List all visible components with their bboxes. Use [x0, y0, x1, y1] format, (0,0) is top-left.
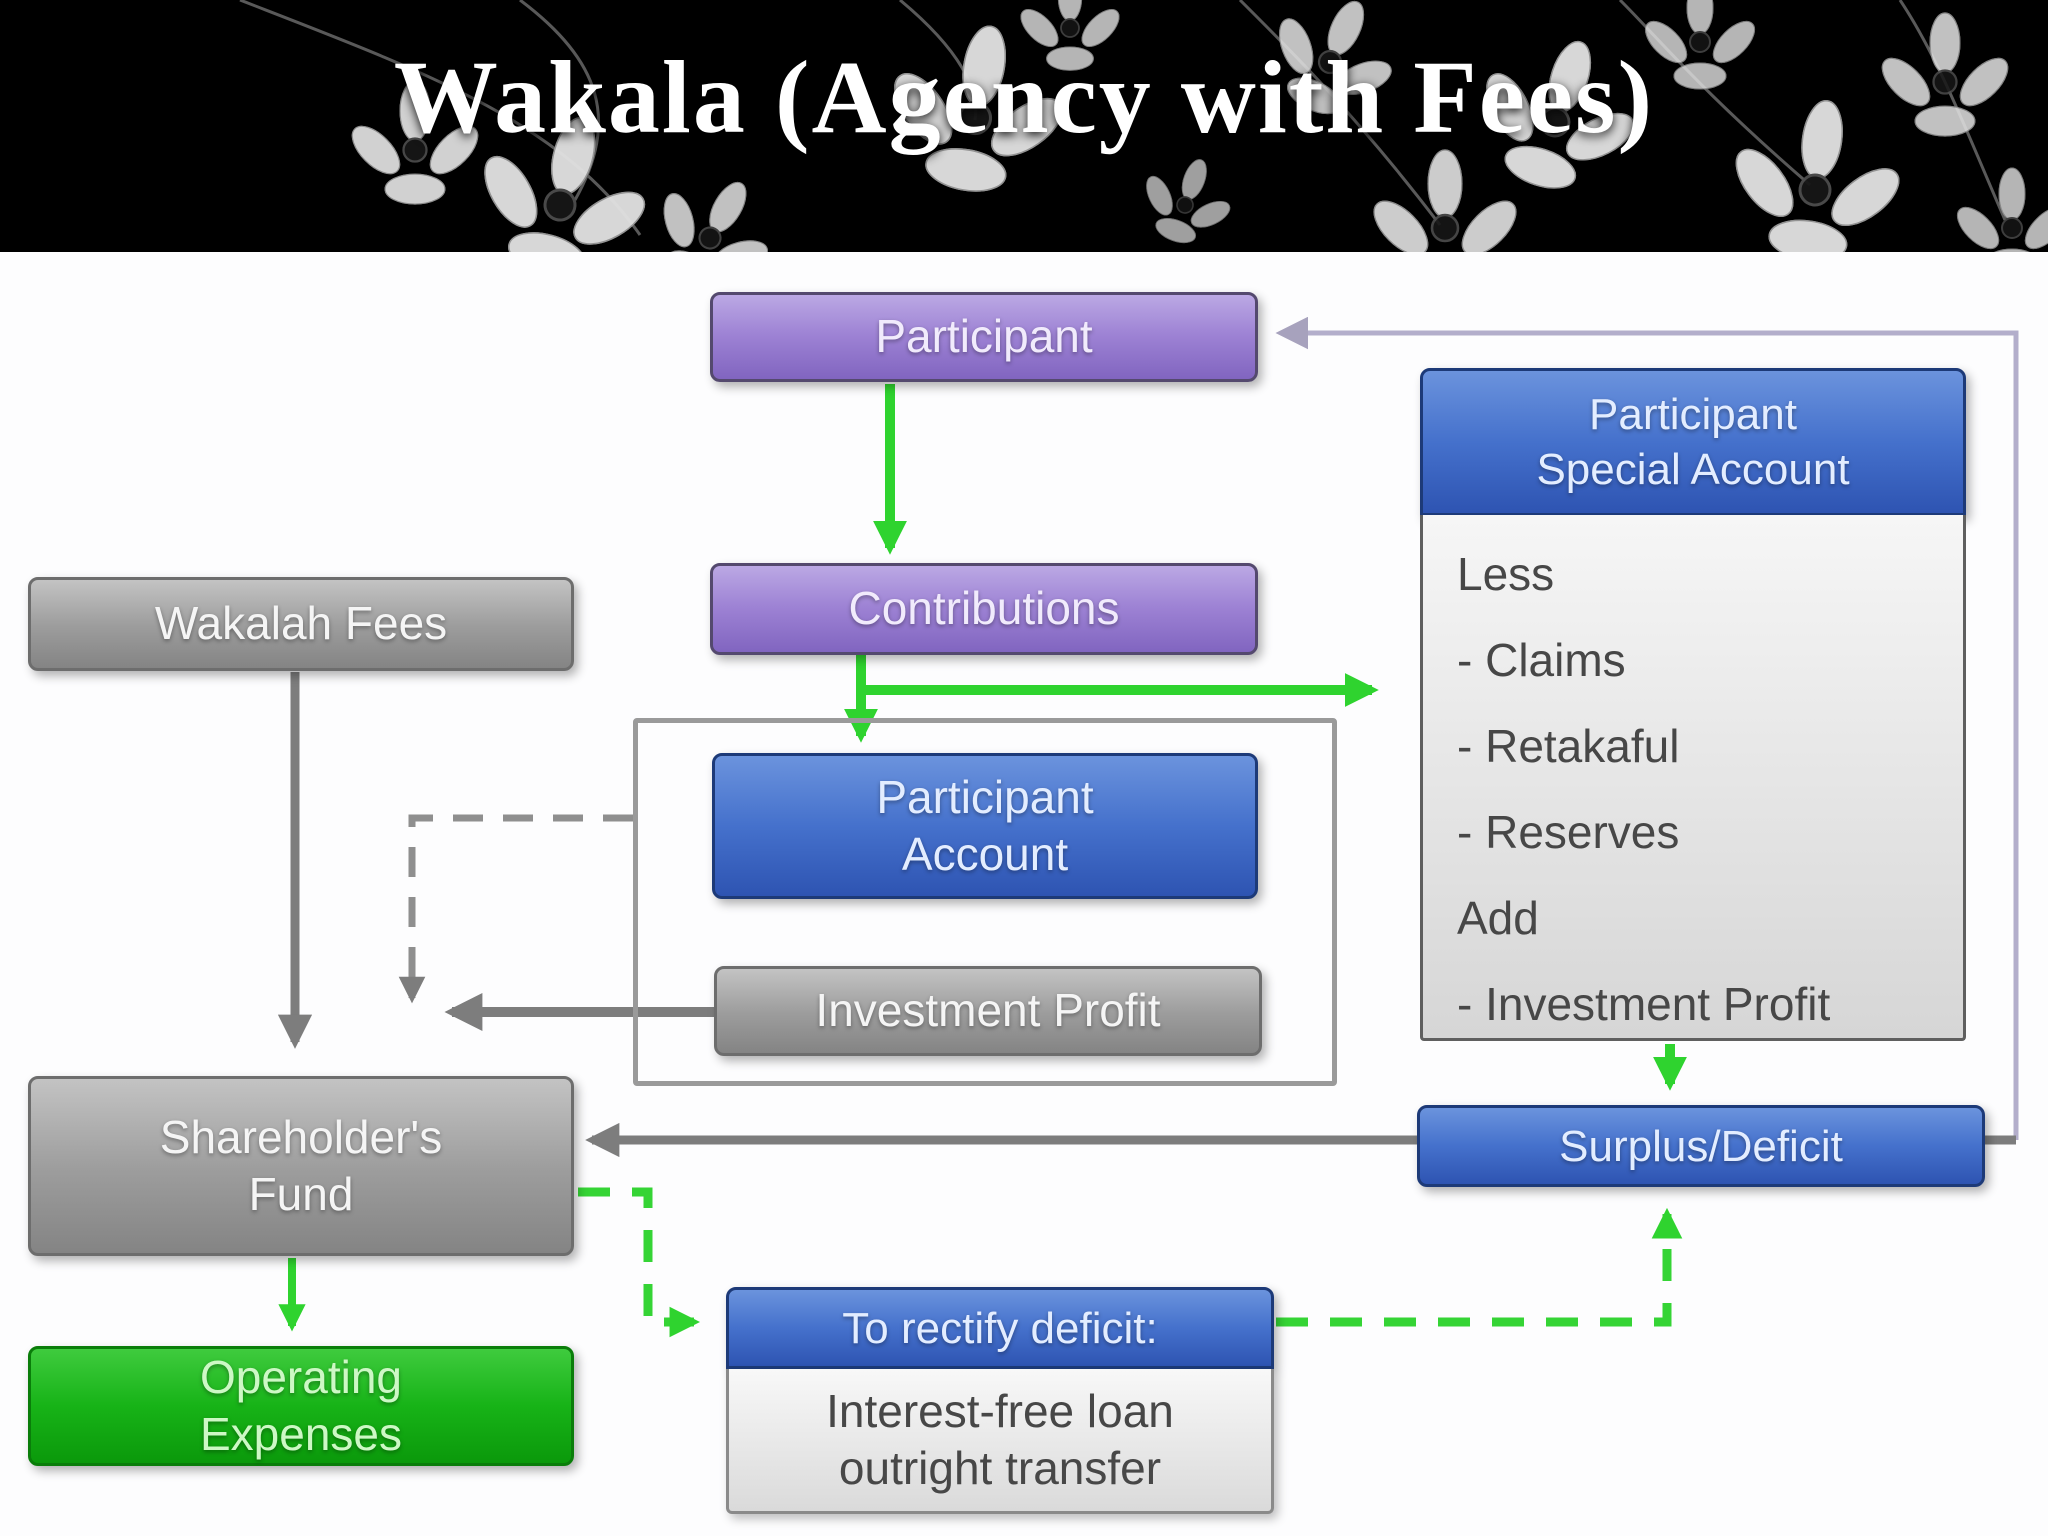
slide-title: Wakala (Agency with Fees) — [393, 40, 1655, 155]
node-participant-account: Participant Account — [712, 753, 1258, 899]
node-investment-profit: Investment Profit — [714, 966, 1262, 1056]
node-operating-expenses: Operating Expenses — [28, 1346, 574, 1466]
node-contributions: Contributions — [710, 563, 1258, 655]
node-surplus-deficit: Surplus/Deficit — [1417, 1105, 1985, 1187]
dashed-rectify-to-surplus — [1276, 1207, 1683, 1327]
list-item: Less — [1457, 548, 1555, 600]
node-rectify-body: Interest-free loan outright transfer — [726, 1369, 1274, 1514]
node-wakalah-fees: Wakalah Fees — [28, 577, 574, 671]
line-surplus-to-participant — [1275, 316, 2019, 1140]
dashed-account-to-shareholders-fund — [398, 814, 633, 1004]
participant-account-container — [633, 718, 1337, 1086]
list-item: - Reserves — [1457, 806, 1680, 858]
list-item: - Retakaful — [1457, 720, 1680, 772]
list-item: - Claims — [1457, 634, 1626, 686]
node-participant-special-account-header: Participant Special Account — [1420, 368, 1966, 516]
flower-decoration — [239, 0, 2048, 252]
node-rectify-header: To rectify deficit: — [726, 1287, 1274, 1369]
list-item: Add — [1457, 892, 1539, 944]
list-item: - Investment Profit — [1457, 978, 1831, 1030]
title-banner: Wakala (Agency with Fees) — [0, 0, 2048, 252]
node-shareholders-fund: Shareholder's Fund — [28, 1076, 574, 1256]
node-participant: Participant — [710, 292, 1258, 382]
dashed-shareholders-fund-to-rectify — [578, 1187, 701, 1338]
